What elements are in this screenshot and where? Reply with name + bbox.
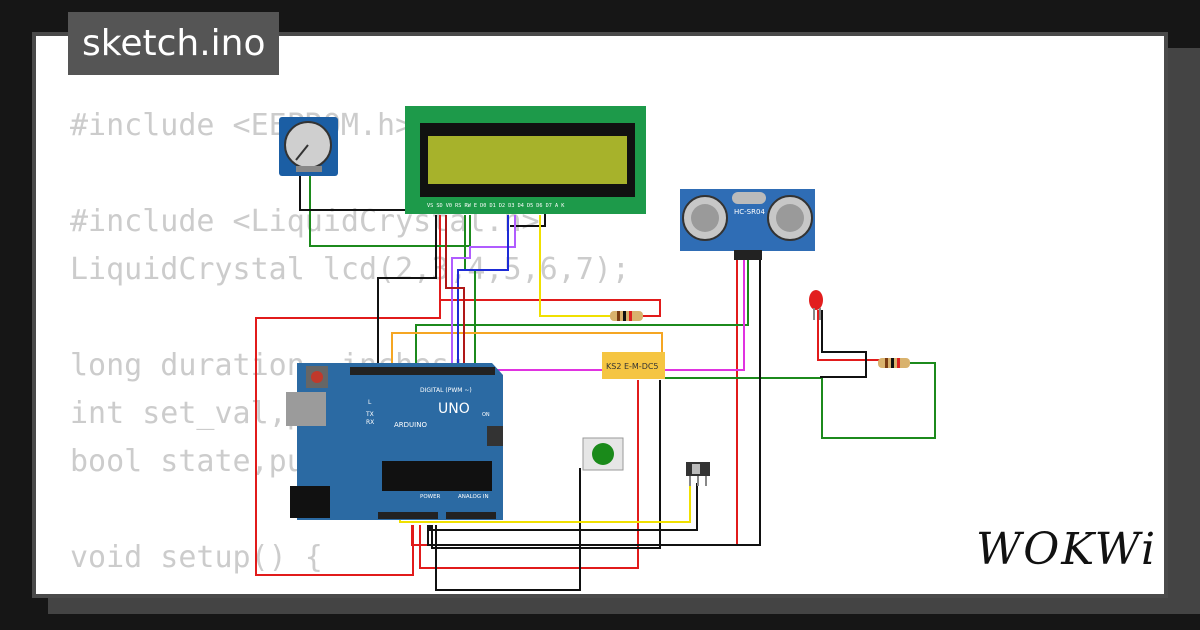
code-line: void setup() { [70,540,323,575]
wire-red-led [817,310,880,361]
wire-red-power [255,299,661,576]
arduino-brand: ARDUINO [394,421,427,429]
arduino-led-rx: RX [366,419,374,426]
wire-black-relay [431,380,661,549]
wire-orange [391,332,663,370]
wire-green-led [652,362,936,439]
wire-dark-red [445,215,465,370]
arduino-uno: DIGITAL (PWM ~) UNO ARDUINO L TX RX ON P… [286,363,503,520]
push-button[interactable] [582,437,624,471]
lcd-display: VS SD V0 RS RW E D0 D1 D2 D3 D4 D5 D6 D7… [405,106,646,214]
wire-black-sensor [427,258,761,546]
sensor-label: HC-SR04 [734,208,765,216]
relay-module: KS2 E-M-DC5 [602,352,665,379]
wire-black-switch [429,483,698,531]
wire-purple [451,215,516,370]
arduino-analog-label: ANALOG IN [458,494,489,500]
red-led [809,290,823,320]
wokwi-logo: WOKWi [976,524,1158,575]
potentiometer[interactable] [279,117,338,176]
resistor-2 [878,358,910,368]
lcd-pin-labels: VS SD V0 RS RW E D0 D1 D2 D3 D4 D5 D6 D7… [427,203,565,209]
wire-blue [457,215,509,370]
arduino-led-tx: TX [365,411,374,418]
slide-switch[interactable] [686,462,710,486]
wire-green-sensor [415,258,749,370]
arduino-power-label: POWER [420,494,441,500]
wire-black-led [820,310,867,378]
wire-black-gnd [377,215,437,370]
ultrasonic-sensor: HC-SR04 [680,189,815,260]
file-tab[interactable]: sketch.ino [68,12,280,75]
wire-yellow [539,215,610,317]
code-line: LiquidCrystal lcd(2,3,4,5,6,7); [70,252,630,287]
wire-magenta [472,258,745,371]
arduino-header-label: DIGITAL (PWM ~) [420,387,472,394]
arduino-led-on: ON [482,412,490,418]
relay-label: KS2 E-M-DC5 [606,362,659,371]
arduino-model: UNO [438,401,470,417]
resistor-1 [610,311,643,321]
wire-red-relay [419,380,639,569]
arduino-led-l: L [368,399,372,406]
